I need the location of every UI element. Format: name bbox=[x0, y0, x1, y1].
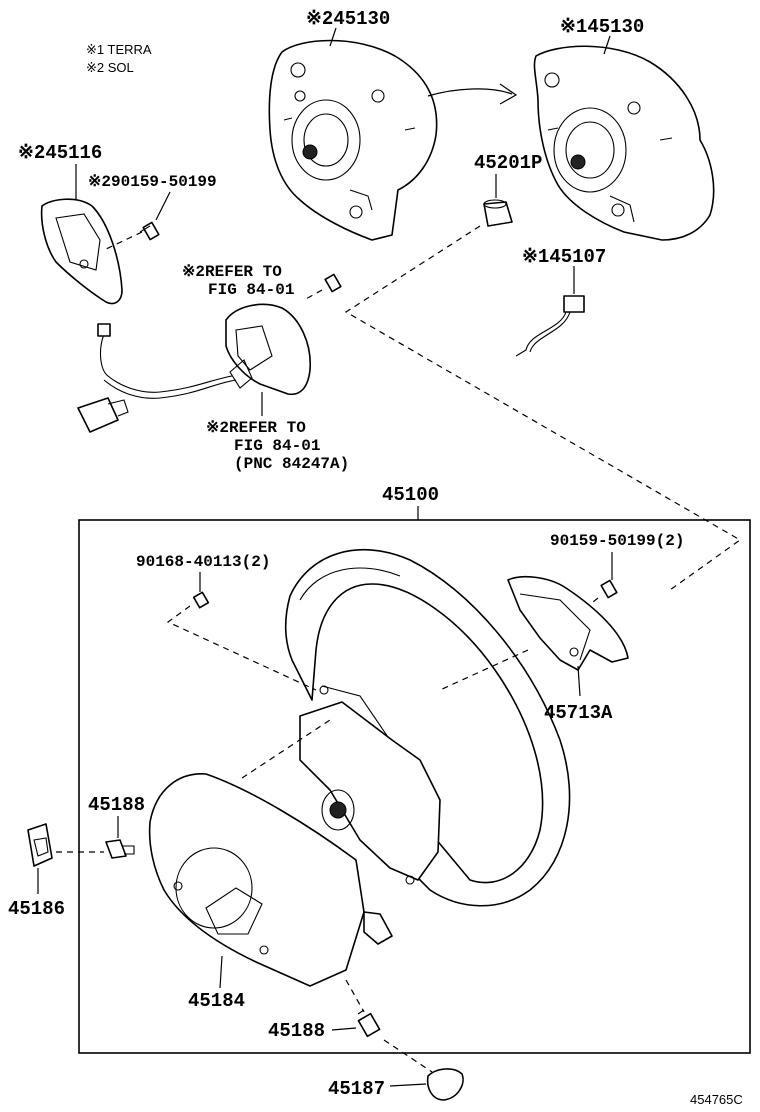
screw-pair-left bbox=[192, 591, 210, 609]
label-pad-sol: ※245130 bbox=[306, 8, 390, 30]
label-screw-pair-right: 90159-50199(2) bbox=[550, 532, 684, 550]
steering-wheel bbox=[284, 548, 571, 907]
label-pad-terra: ※145130 bbox=[560, 16, 644, 38]
label-screw-pair-left: 90168-40113(2) bbox=[136, 553, 270, 571]
note-sol: ※2 SOL bbox=[86, 60, 134, 75]
label-screw-lower: 45188 bbox=[268, 1020, 325, 1042]
label-cover-right: 45713A bbox=[544, 702, 613, 724]
emblem-small bbox=[27, 823, 53, 867]
screw-pair-right bbox=[600, 579, 618, 599]
screw-left bbox=[139, 221, 160, 241]
airbag-pad-sol bbox=[268, 39, 438, 241]
label-screw-left: ※290159-50199 bbox=[88, 173, 217, 191]
label-refer-bottom-1: ※2REFER TO bbox=[206, 419, 306, 437]
screw-lower bbox=[357, 1009, 381, 1038]
label-collar: 45201P bbox=[474, 152, 542, 174]
label-refer-bottom-3: (PNC 84247A) bbox=[234, 455, 349, 473]
collar-45201p bbox=[483, 199, 513, 227]
label-emblem-small: 45186 bbox=[8, 898, 65, 920]
steering-switch-assy bbox=[77, 303, 311, 433]
cap bbox=[426, 1068, 464, 1101]
assembly-box bbox=[78, 519, 751, 1054]
label-refer-bottom-2: FIG 84-01 bbox=[234, 437, 320, 455]
label-refer-top-2: FIG 84-01 bbox=[208, 281, 294, 299]
lower-cover bbox=[148, 773, 393, 987]
arrow-icon bbox=[427, 83, 518, 105]
airbag-pad-terra bbox=[533, 45, 715, 241]
diagram-code: 454765C bbox=[690, 1092, 743, 1107]
label-wheel-assy: 45100 bbox=[382, 484, 439, 506]
label-cap: 45187 bbox=[328, 1078, 385, 1100]
cover-left-sol bbox=[40, 198, 123, 305]
cover-right bbox=[507, 575, 629, 671]
note-terra: ※1 TERRA bbox=[86, 42, 152, 57]
wire-harness-terra bbox=[515, 295, 585, 357]
label-screw-clip: 45188 bbox=[88, 794, 145, 816]
label-wire-terra: ※145107 bbox=[522, 246, 606, 268]
label-lower-cover: 45184 bbox=[188, 990, 245, 1012]
screw-clip bbox=[105, 839, 135, 859]
label-cover-left: ※245116 bbox=[18, 142, 102, 164]
screw-refer-top bbox=[324, 273, 342, 293]
label-refer-top-1: ※2REFER TO bbox=[182, 263, 282, 281]
